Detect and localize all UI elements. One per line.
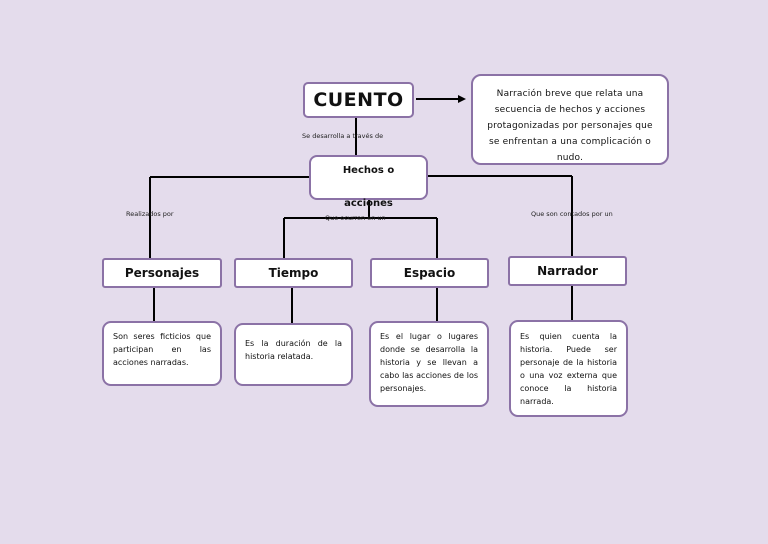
category-node-espacio: Espacio — [370, 258, 489, 288]
link-label-root: Se desarrolla a través de — [302, 132, 384, 140]
hechos-node: Hechos o — [309, 155, 428, 200]
hechos-node-label: Hechos o — [342, 165, 395, 176]
link-label-narrador: Que son contados por un — [531, 210, 613, 218]
arrowhead-icon — [458, 95, 466, 103]
definition-node: Narración breve que relata una secuencia… — [471, 74, 669, 165]
description-node-espacio: Es el lugar o lugares donde se desarroll… — [369, 321, 489, 407]
link-label-personajes: Realizados por — [126, 210, 174, 218]
hechos-node-label-overflow: acciones — [344, 198, 393, 209]
category-node-narrador: Narrador — [508, 256, 627, 286]
category-node-tiempo: Tiempo — [234, 258, 353, 288]
description-node-tiempo: Es la duración de la historia relatada. — [234, 323, 353, 386]
description-node-narrador: Es quien cuenta la historia. Puede ser p… — [509, 320, 628, 417]
link-label-tiempo-espacio: Que ocurren en un — [325, 214, 386, 222]
description-node-personajes: Son seres ficticios que participan en la… — [102, 321, 222, 386]
category-node-personajes: Personajes — [102, 258, 222, 288]
root-node-cuento: CUENTO — [303, 82, 414, 118]
